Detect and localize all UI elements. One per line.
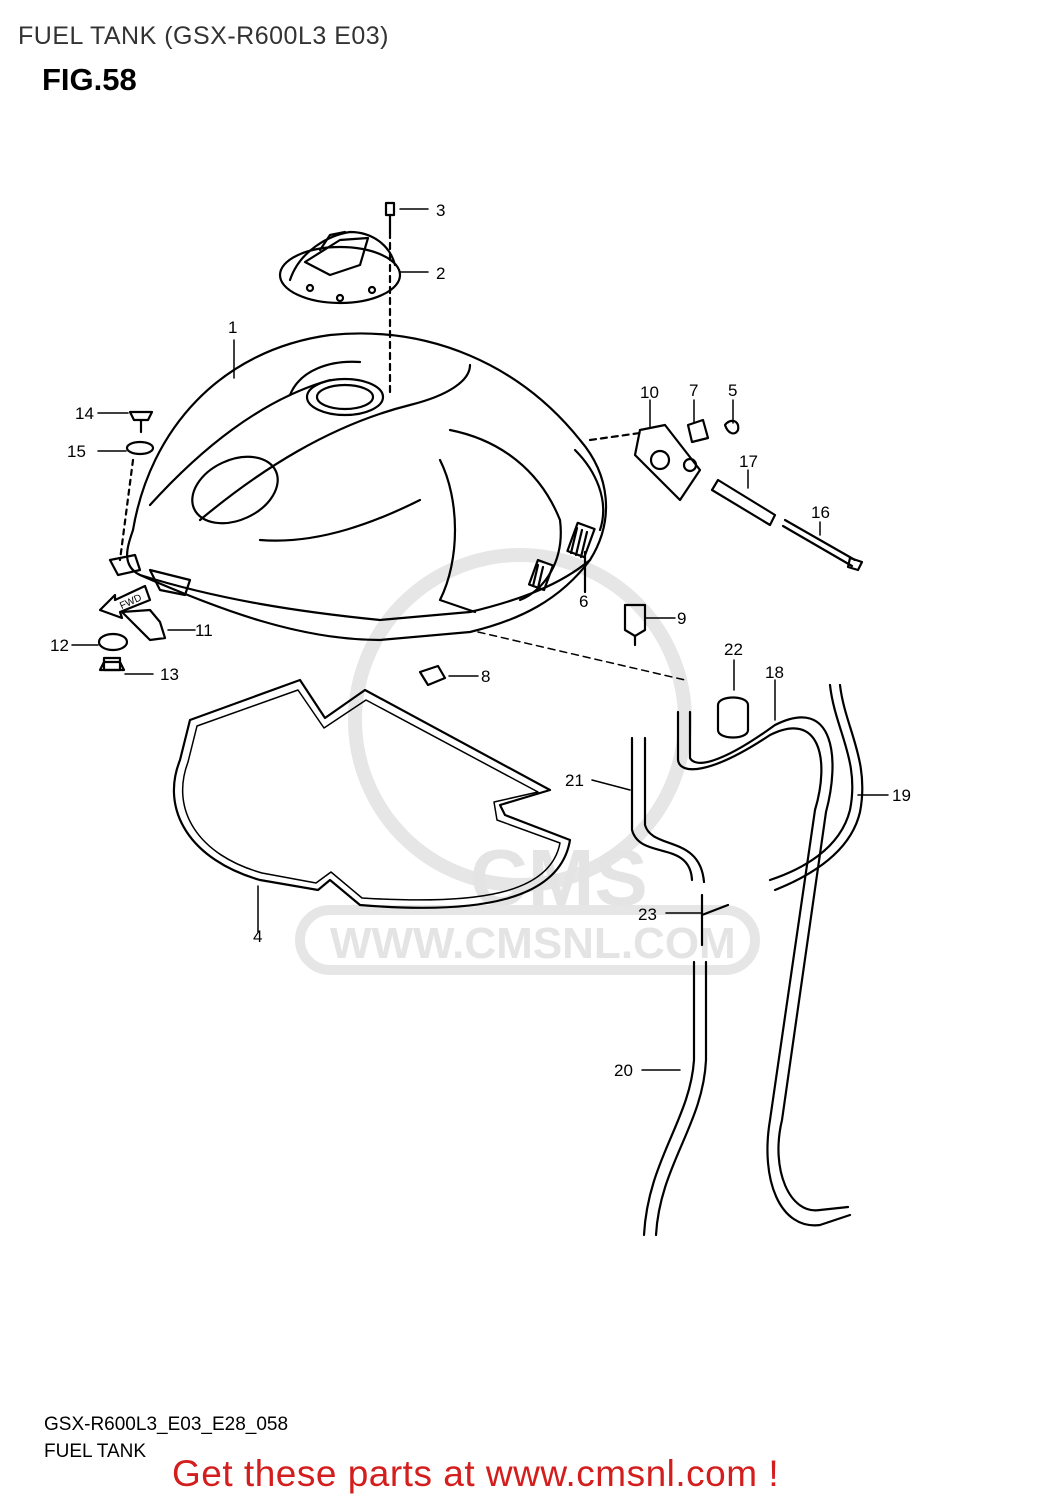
diagram-code: GSX-R600L3_E03_E28_058 xyxy=(44,1414,289,1435)
callout-7: 7 xyxy=(689,381,698,400)
callout-11: 11 xyxy=(195,621,213,640)
hose-assembly xyxy=(630,683,864,1237)
cap-bolt xyxy=(384,201,396,234)
callout-8: 8 xyxy=(481,667,490,686)
spacer-ring xyxy=(125,440,155,456)
figure-number: FIG.58 xyxy=(42,62,137,97)
fuel-tank-body xyxy=(108,332,608,642)
diagram-caption: FUEL TANK xyxy=(44,1441,147,1462)
hose-clip xyxy=(418,664,447,687)
callout-9: 9 xyxy=(677,609,686,628)
callout-21: 21 xyxy=(565,771,584,790)
watermark: CMS WWW.CMSNL.COM xyxy=(295,548,760,975)
callout-5: 5 xyxy=(728,381,737,400)
forward-arrow-icon xyxy=(98,584,152,620)
callout-3: 3 xyxy=(436,201,445,220)
callout-6: 6 xyxy=(579,592,588,611)
callout-4: 4 xyxy=(253,927,262,946)
callout-labels: 1 2 3 4 5 6 7 8 9 10 11 12 13 14 15 16 1… xyxy=(50,201,911,1080)
page-title: FUEL TANK (GSX-R600L3 E03) xyxy=(18,22,390,50)
bolt-head xyxy=(128,410,154,422)
callout-22: 22 xyxy=(724,640,743,659)
callout-15: 15 xyxy=(67,442,86,461)
callout-20: 20 xyxy=(614,1061,633,1080)
callout-17: 17 xyxy=(739,452,758,471)
mount-bracket-assembly xyxy=(633,418,864,572)
fuel-cap xyxy=(278,230,402,305)
callout-13: 13 xyxy=(160,665,179,684)
callout-1: 1 xyxy=(228,318,237,337)
shop-link[interactable]: Get these parts at www.cmsnl.com ! xyxy=(172,1453,780,1494)
callout-12: 12 xyxy=(50,636,69,655)
callout-19: 19 xyxy=(892,786,911,805)
fwd-label: FWD xyxy=(118,592,143,612)
grommet xyxy=(623,603,647,638)
tank-gasket xyxy=(172,678,572,909)
callout-2: 2 xyxy=(436,264,445,283)
callout-23: 23 xyxy=(638,905,657,924)
callout-14: 14 xyxy=(75,404,94,423)
watermark-url-text: WWW.CMSNL.COM xyxy=(330,919,736,968)
callout-18: 18 xyxy=(765,663,784,682)
clamp-part xyxy=(120,608,167,642)
callout-16: 16 xyxy=(811,503,830,522)
callout-10: 10 xyxy=(640,383,659,402)
washer xyxy=(97,632,129,652)
